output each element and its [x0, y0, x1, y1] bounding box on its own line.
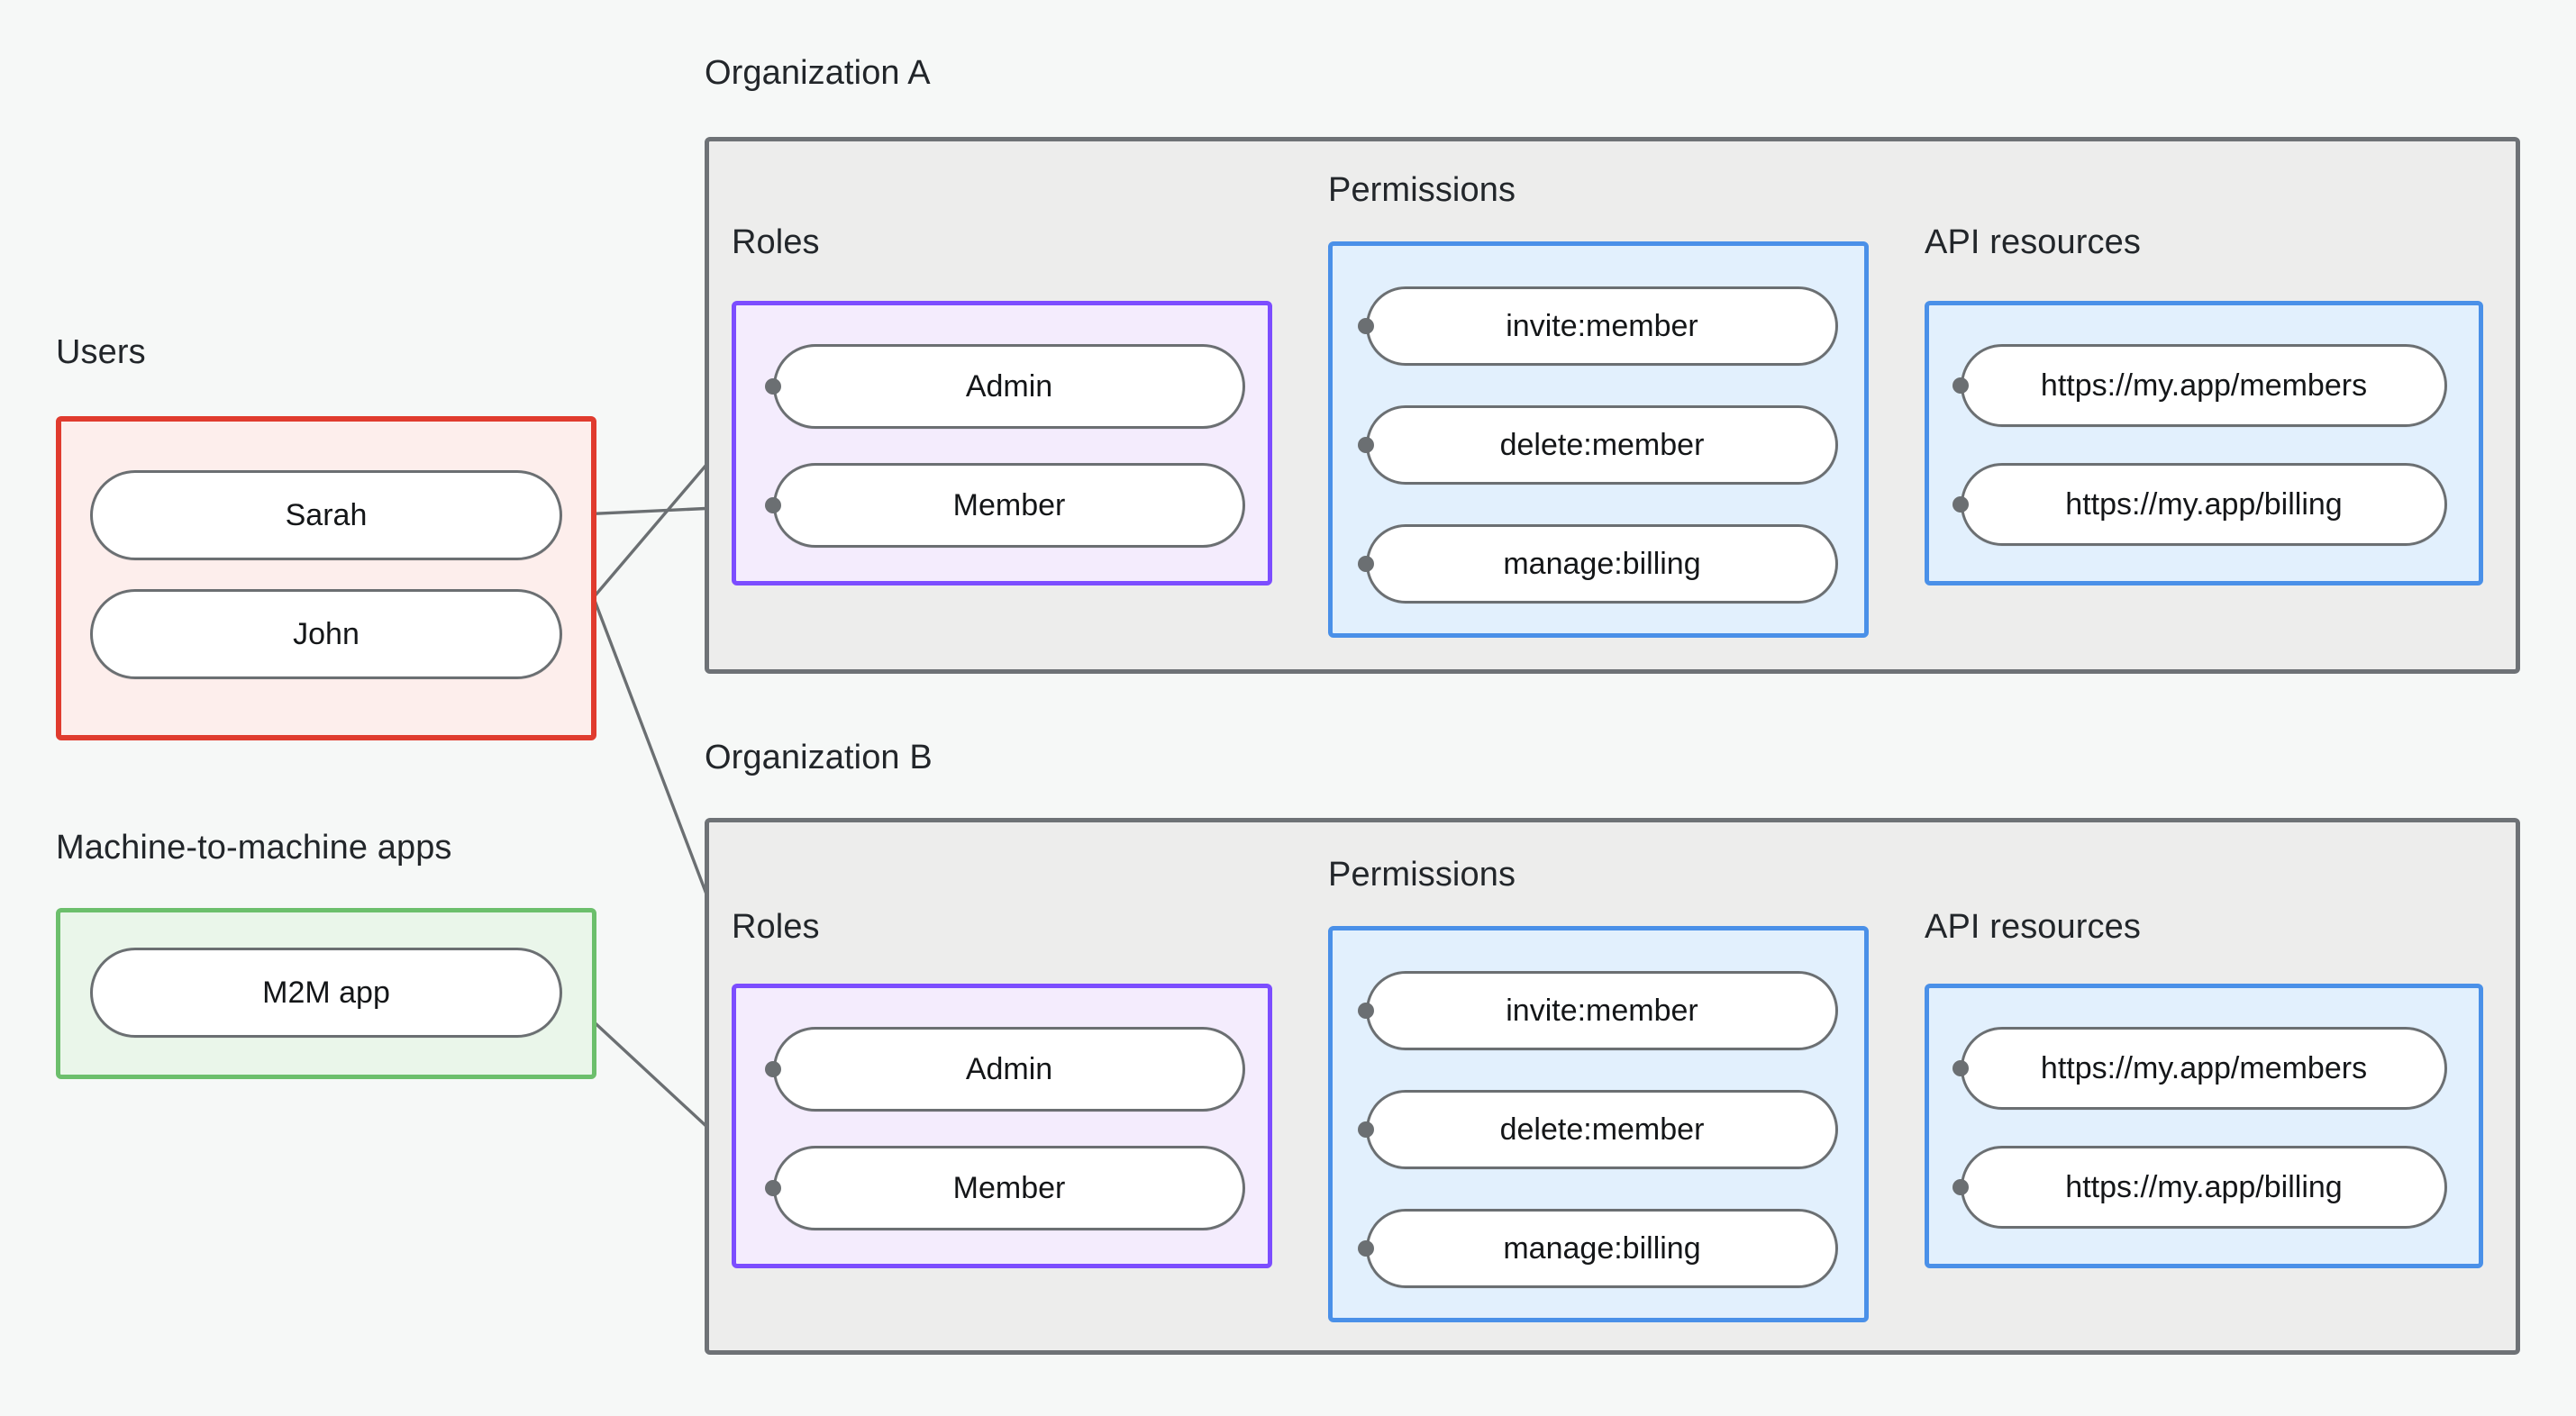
connector-dot-a-res-billing	[1952, 496, 1969, 513]
org-b-api-resource-members[interactable]: https://my.app/members	[1961, 1027, 2447, 1110]
connector-dot-a-admin	[765, 378, 781, 395]
org-b-roles-title: Roles	[732, 908, 820, 946]
connector-dot-a-invite	[1358, 318, 1374, 334]
connector-dot-b-invite	[1358, 1003, 1374, 1019]
org-b-api-resource-billing[interactable]: https://my.app/billing	[1961, 1146, 2447, 1229]
connector-dot-b-res-billing	[1952, 1179, 1969, 1195]
org-a-api-resources-title: API resources	[1925, 223, 2141, 261]
m2m-app-pill[interactable]: M2M app	[90, 948, 562, 1038]
user-pill-sarah[interactable]: Sarah	[90, 470, 562, 560]
org-a-role-admin[interactable]: Admin	[773, 344, 1245, 429]
org-b-api-resources-title: API resources	[1925, 908, 2141, 946]
m2m-group-title: Machine-to-machine apps	[56, 829, 452, 867]
users-group-box	[56, 416, 596, 740]
connector-dot-a-res-members	[1952, 377, 1969, 394]
org-b-permission-invite-member[interactable]: invite:member	[1366, 971, 1838, 1050]
org-b-role-admin[interactable]: Admin	[773, 1027, 1245, 1112]
org-b-permissions-title: Permissions	[1328, 856, 1516, 894]
connector-dot-a-billing	[1358, 556, 1374, 572]
org-a-permission-invite-member[interactable]: invite:member	[1366, 286, 1838, 366]
org-b-permission-delete-member[interactable]: delete:member	[1366, 1090, 1838, 1169]
org-a-roles-title: Roles	[732, 223, 820, 261]
organization-a-title: Organization A	[705, 54, 931, 92]
connector-dot-b-res-members	[1952, 1060, 1969, 1076]
connector-dot-b-admin	[765, 1061, 781, 1077]
org-a-permission-manage-billing[interactable]: manage:billing	[1366, 524, 1838, 604]
org-a-permissions-title: Permissions	[1328, 171, 1516, 209]
connector-dot-b-member	[765, 1180, 781, 1196]
org-a-role-member[interactable]: Member	[773, 463, 1245, 548]
user-pill-john[interactable]: John	[90, 589, 562, 679]
org-b-permission-manage-billing[interactable]: manage:billing	[1366, 1209, 1838, 1288]
organization-b-title: Organization B	[705, 739, 933, 776]
org-b-role-member[interactable]: Member	[773, 1146, 1245, 1230]
users-group-title: Users	[56, 333, 146, 371]
connector-dot-a-delete	[1358, 437, 1374, 453]
org-a-api-resource-billing[interactable]: https://my.app/billing	[1961, 463, 2447, 546]
connector-dot-b-delete	[1358, 1121, 1374, 1138]
org-a-permission-delete-member[interactable]: delete:member	[1366, 405, 1838, 485]
org-a-api-resource-members[interactable]: https://my.app/members	[1961, 344, 2447, 427]
connector-dot-a-member	[765, 497, 781, 513]
connector-dot-b-billing	[1358, 1240, 1374, 1257]
